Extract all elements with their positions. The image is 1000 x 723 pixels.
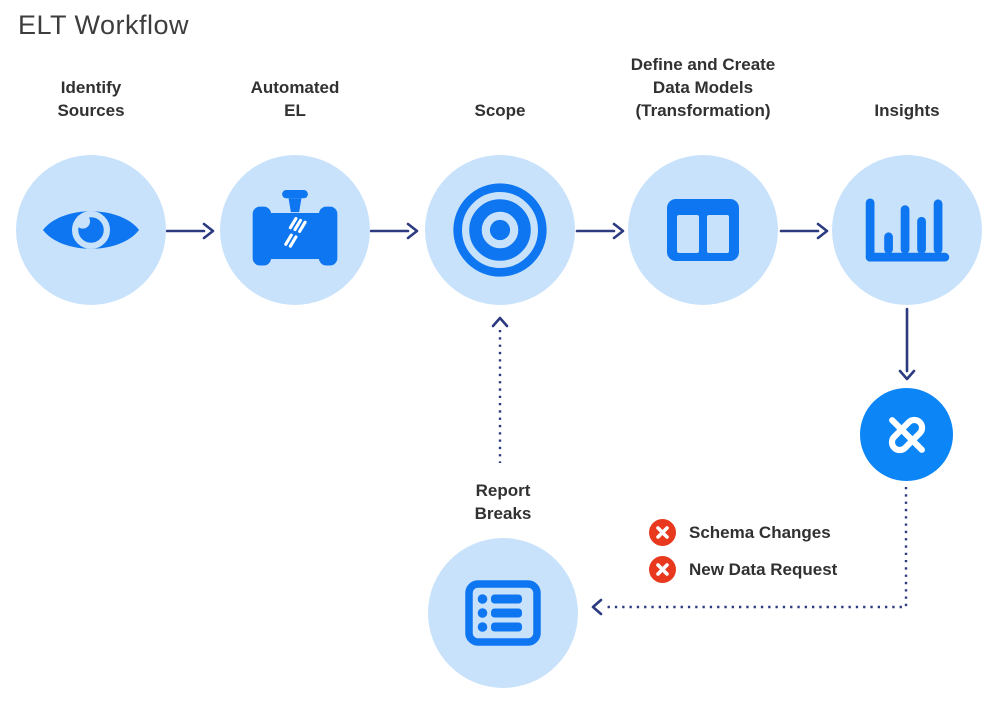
arrow-insights-to-break-node <box>898 307 916 381</box>
eye-icon <box>42 211 140 249</box>
report-breaks-circle <box>428 538 578 688</box>
arrow-datamodels-to-insights <box>779 222 829 240</box>
data-models-icon <box>667 199 739 261</box>
broken-link-icon <box>888 416 925 453</box>
step-circle-data-models <box>628 155 778 305</box>
step-circle-automated-el <box>220 155 370 305</box>
report-breaks-label: Report Breaks <box>474 481 532 523</box>
pipeline-icon <box>252 189 338 265</box>
arrow-scope-to-datamodels <box>575 222 625 240</box>
break-reason-label: Schema Changes <box>689 522 831 542</box>
dotted-arrow-breaknode-to-reportbreaks <box>591 487 908 616</box>
break-reason-schema-changes: Schema Changes <box>649 519 831 546</box>
error-x-icon <box>649 556 676 583</box>
arrow-automated-to-scope <box>369 222 419 240</box>
step-label-data-models: Define and Create Data Models (Transform… <box>630 55 776 120</box>
step-label-insights: Insights <box>874 101 940 120</box>
break-reason-label: New Data Request <box>689 559 838 579</box>
pipeline-logo-stripes <box>284 216 307 248</box>
step-label-scope: Scope <box>474 101 526 120</box>
step-circle-scope <box>425 155 575 305</box>
diagram-title: ELT Workflow <box>18 10 190 40</box>
break-reason-new-data-request: New Data Request <box>649 556 837 583</box>
break-node-circle <box>860 388 953 481</box>
arrow-identify-to-automated <box>165 222 215 240</box>
step-label-automated-el: Automated EL <box>250 78 340 120</box>
report-list-icon <box>465 580 541 646</box>
step-label-identify-sources: Identify Sources <box>57 78 125 120</box>
step-circle-insights <box>832 155 982 305</box>
dotted-arrow-reportbreaks-to-scope <box>491 316 509 463</box>
target-icon <box>453 183 547 277</box>
step-circle-identify-sources <box>16 155 166 305</box>
error-x-icon <box>649 519 676 546</box>
bar-chart-icon <box>865 198 950 262</box>
